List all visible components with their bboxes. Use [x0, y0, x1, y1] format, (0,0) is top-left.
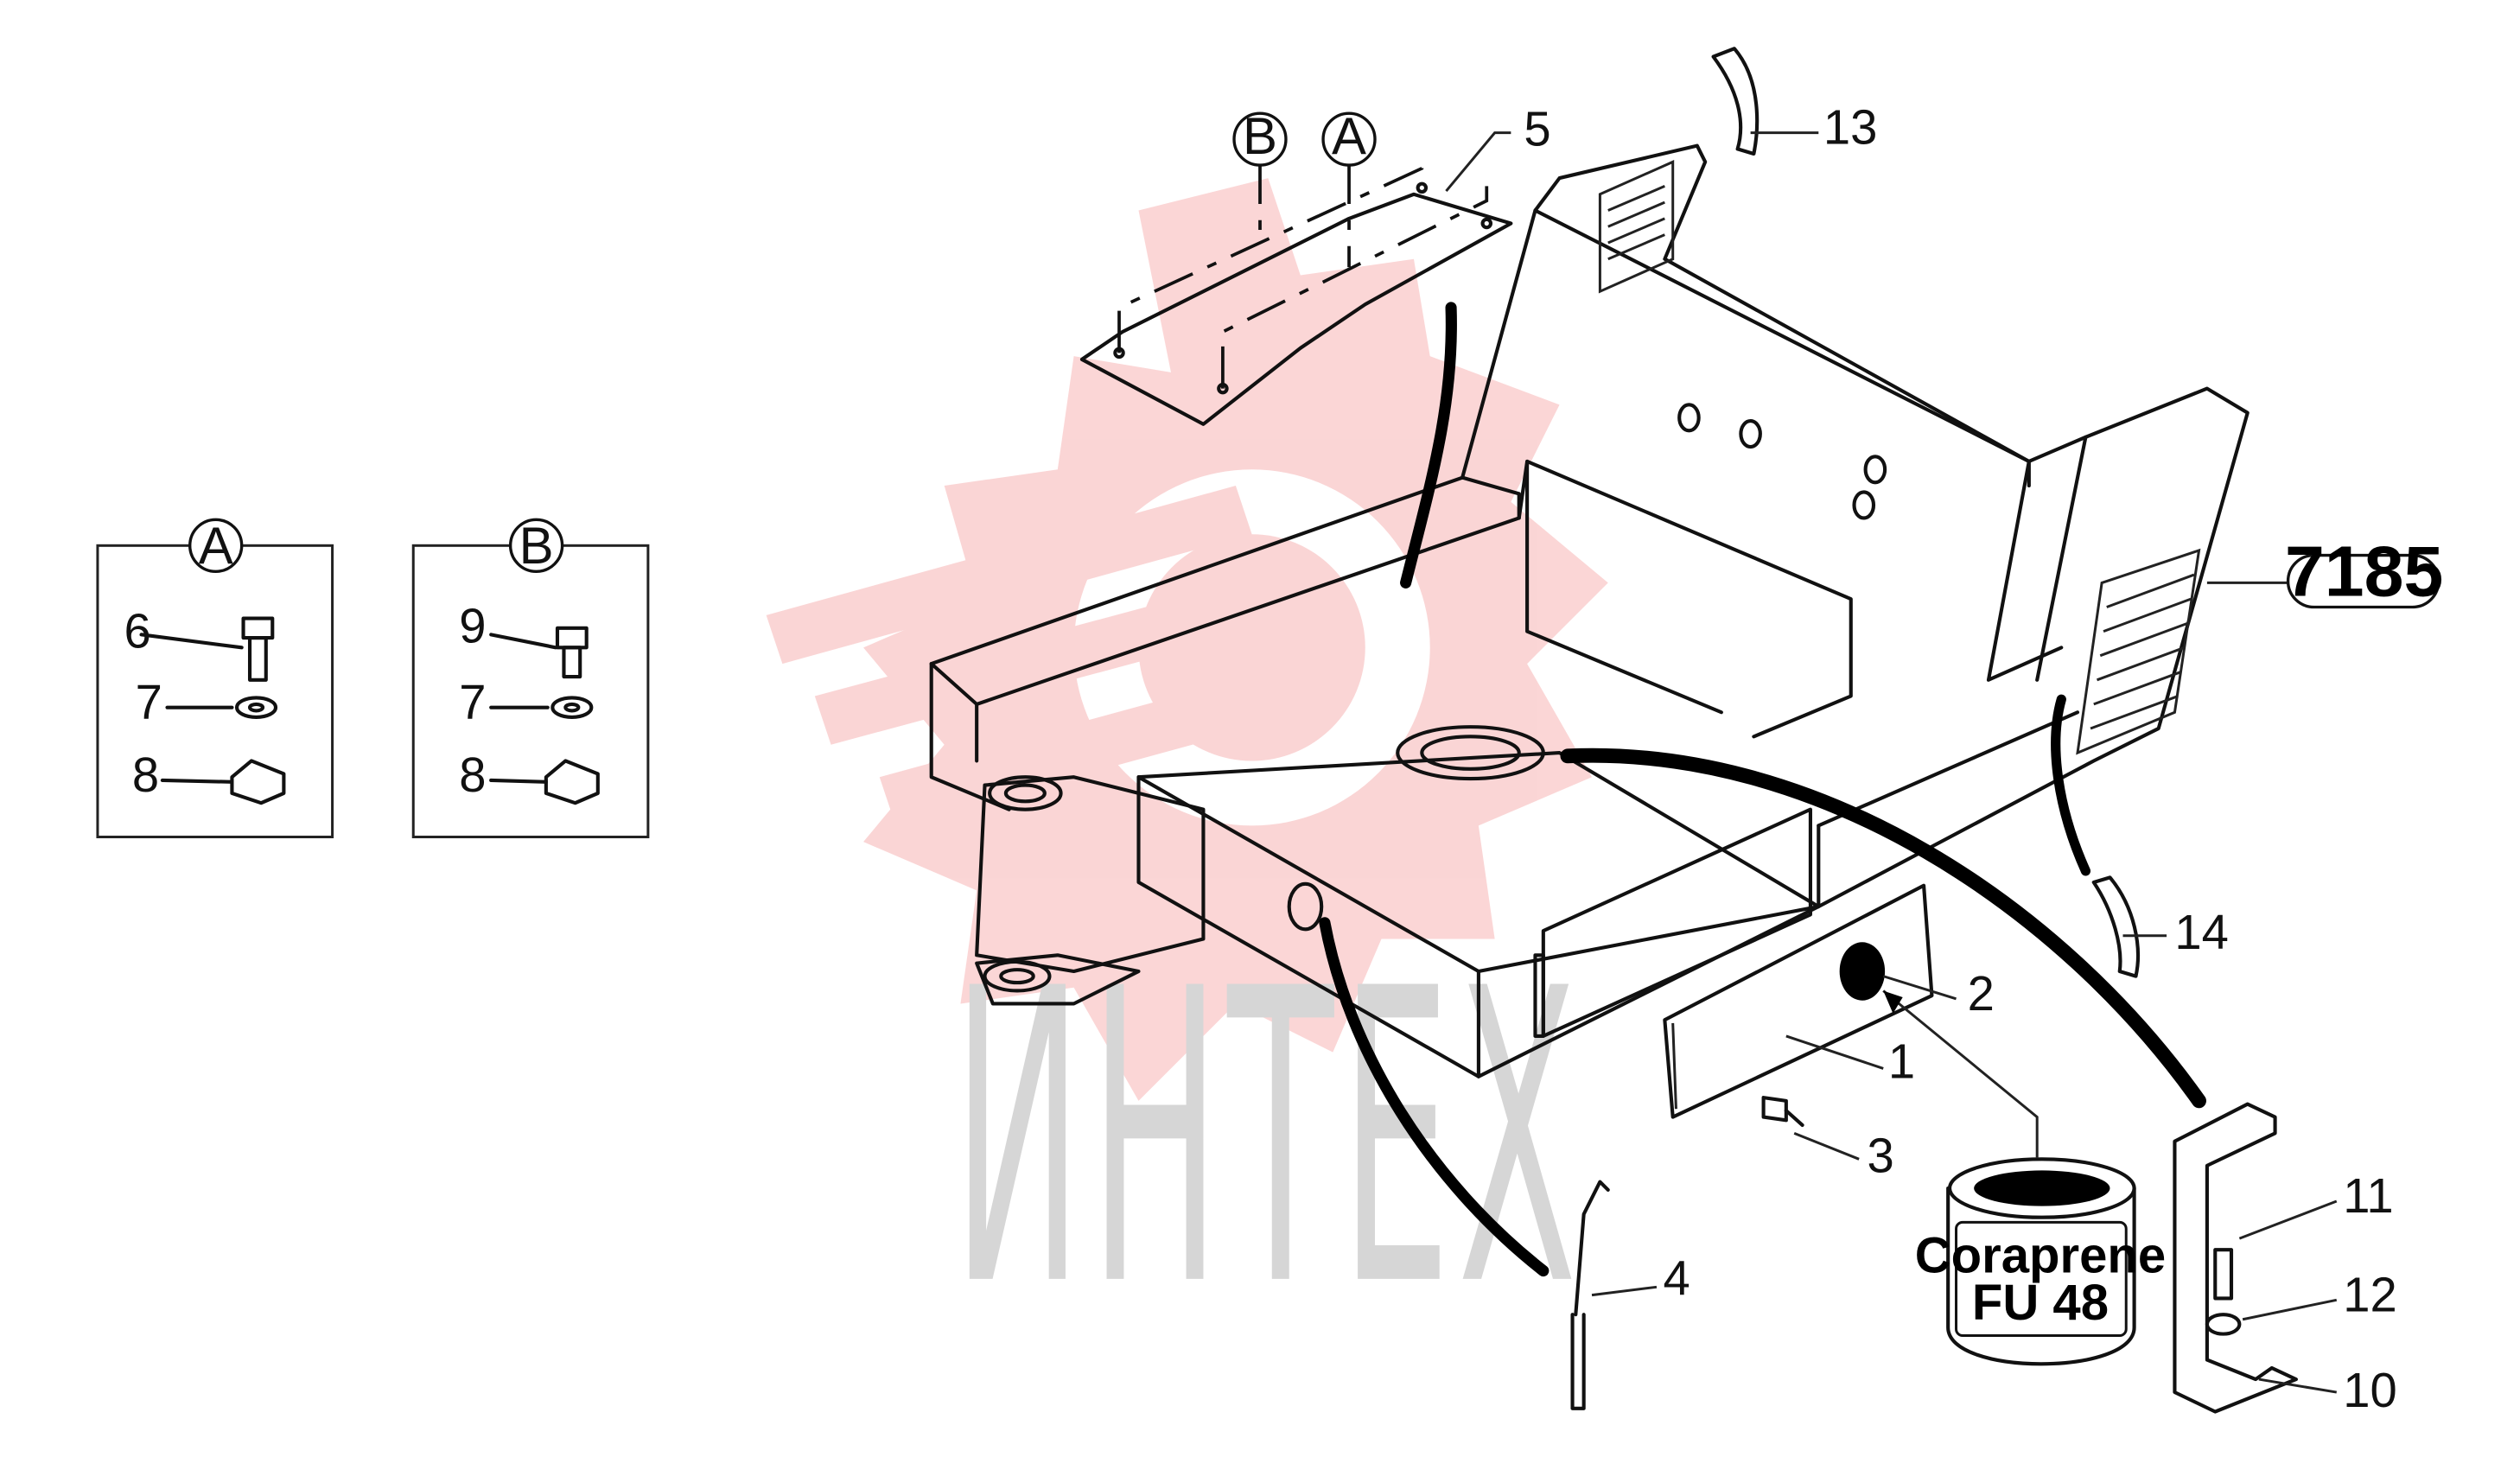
- bolt-11-icon: [2213, 1248, 2234, 1301]
- bolt-9-icon: [555, 626, 589, 679]
- view-marker-b: [508, 518, 564, 573]
- reference-label: 7185: [2285, 531, 2443, 611]
- reference-7185: 7185: [2206, 531, 2443, 611]
- screw-3-icon: [1761, 1096, 1788, 1123]
- bracket-10: 10 11 12: [2173, 1102, 2397, 1417]
- callout-11: 11: [2343, 1168, 2393, 1223]
- access-cover-1: 1: [1663, 883, 1934, 1119]
- adhesive-can: Coraprene FU 48: [1882, 989, 2166, 1366]
- cage-nut-8-b-icon: [544, 759, 600, 805]
- view-marker-b-cover-label: B: [1243, 107, 1277, 165]
- grommet-2-icon: [1839, 942, 1886, 1001]
- callout-1: 1: [1888, 1034, 1915, 1089]
- view-marker-a-cover: [1321, 111, 1377, 167]
- washer-7-b-icon: [550, 696, 594, 719]
- callout-7-a: 7: [136, 675, 162, 729]
- watermark-text: ИНТЕХ: [952, 904, 1584, 1375]
- vent-grille-side: [2076, 548, 2201, 755]
- washer-7-icon: [234, 696, 278, 719]
- reference-badge: [2286, 553, 2440, 609]
- view-marker-b-cover: [1232, 111, 1288, 167]
- callout-3: 3: [1867, 1128, 1893, 1182]
- callout-10: 10: [2343, 1363, 2397, 1417]
- main-frame: [929, 143, 2250, 1078]
- edge-strip-13-icon: [1711, 47, 1760, 156]
- bolt-6-icon: [241, 616, 275, 682]
- can-label-line2: FU 48: [1972, 1275, 2109, 1331]
- tool-handle-icon: [1570, 1313, 1586, 1410]
- callout-4: 4: [1663, 1251, 1690, 1306]
- callout-8-a: 8: [132, 748, 159, 802]
- can-label-line1: Coraprene: [1915, 1227, 2166, 1283]
- detail-view-b-frame: [411, 544, 650, 839]
- callout-9: 9: [459, 599, 486, 653]
- cage-nut-8-icon: [230, 759, 286, 805]
- callout-2: 2: [1968, 966, 1995, 1021]
- grommet-2: 2: [1839, 942, 1995, 1021]
- detail-view-a: A 6 7 8: [96, 517, 334, 839]
- screw-3: 3: [1761, 1096, 1894, 1182]
- view-marker-a-cover-label: A: [1332, 107, 1366, 165]
- bracket-10-icon: [2173, 1102, 2298, 1414]
- connector-strokes: [1319, 302, 2206, 1277]
- callout-14: 14: [2174, 905, 2229, 959]
- callout-12: 12: [2343, 1267, 2397, 1321]
- vent-grille-upper: [1598, 160, 1675, 294]
- watermark-logo: [766, 178, 1608, 1101]
- view-marker-a: [188, 518, 244, 573]
- callout-6: 6: [124, 603, 151, 658]
- washer-12-icon: [2205, 1313, 2242, 1336]
- callout-5: 5: [1524, 102, 1550, 156]
- cover-plate-5: B A 5: [1079, 102, 1551, 426]
- view-marker-b-label: B: [519, 517, 554, 575]
- callout-13: 13: [1823, 100, 1878, 155]
- callout-7-b: 7: [459, 675, 486, 729]
- tool-4: 4: [1570, 1180, 1690, 1410]
- view-marker-a-label: A: [199, 517, 233, 575]
- edge-strip-14-icon: [2091, 875, 2140, 978]
- callout-8-b: 8: [459, 748, 486, 802]
- detail-view-b: B 9 7 8: [411, 517, 650, 839]
